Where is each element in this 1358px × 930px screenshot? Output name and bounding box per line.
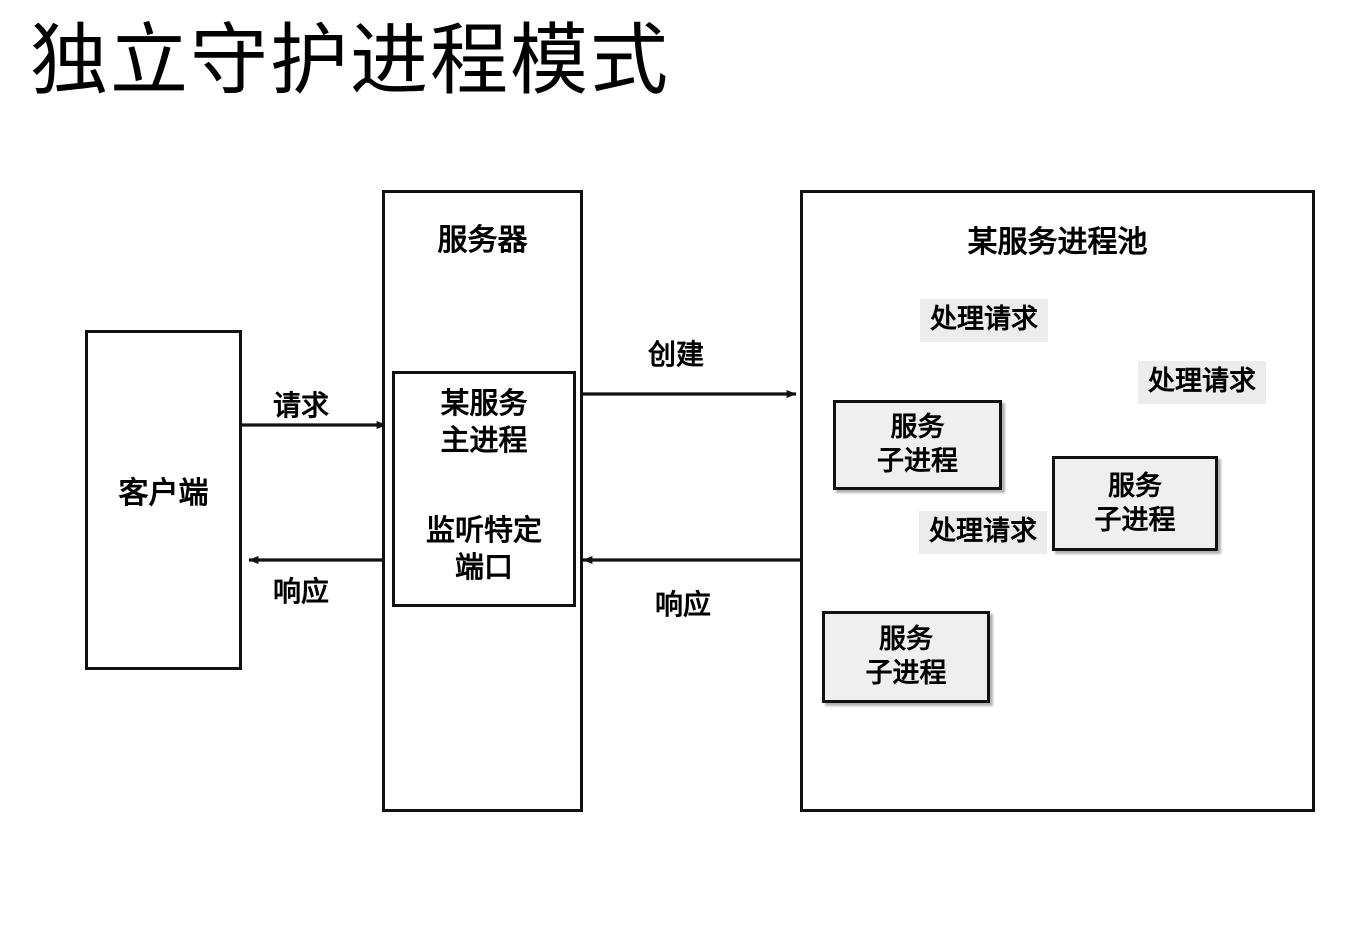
handle-request-chip-3: 处理请求	[919, 511, 1047, 554]
main-process-label: 某服务 主进程	[440, 388, 528, 458]
edge-label-create: 创建	[648, 339, 705, 370]
handle-request-chip-2: 处理请求	[1138, 361, 1266, 404]
main-process-box[interactable]	[392, 371, 576, 607]
handle-request-chip-1: 处理请求	[920, 299, 1048, 342]
child-process-box-3[interactable]: 服务 子进程	[822, 611, 990, 703]
main-process-port-label: 监听特定 端口	[425, 515, 542, 585]
child-process-box-2[interactable]: 服务 子进程	[1052, 456, 1218, 551]
edge-label-response-client: 响应	[273, 576, 330, 607]
child-process-box-1[interactable]: 服务 子进程	[833, 400, 1002, 490]
process-pool-label: 某服务进程池	[967, 226, 1148, 259]
edge-label-request: 请求	[273, 390, 330, 421]
edge-label-response-pool: 响应	[655, 589, 712, 620]
server-label: 服务器	[437, 224, 528, 257]
page-title: 独立守护进程模式	[30, 17, 671, 104]
client-box[interactable]	[85, 330, 242, 670]
child-process-label-3: 服务 子进程	[865, 624, 947, 688]
client-label: 客户端	[118, 477, 209, 510]
child-process-label-2: 服务 子进程	[1094, 470, 1176, 535]
child-process-label-1: 服务 子进程	[877, 412, 958, 476]
